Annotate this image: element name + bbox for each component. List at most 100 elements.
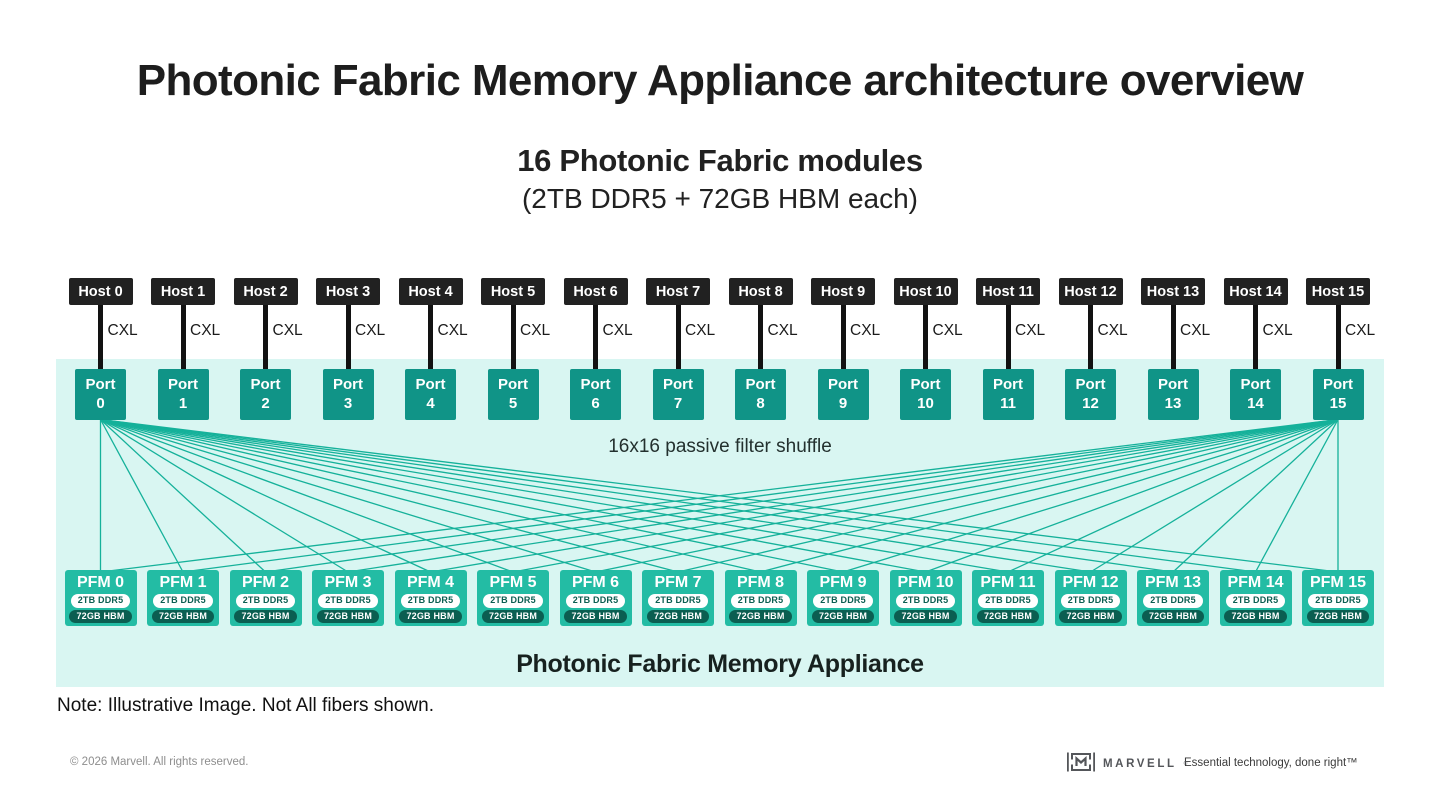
port-number: 6: [591, 394, 600, 412]
host-box: Host 3: [316, 278, 380, 305]
host-box: Host 15: [1306, 278, 1370, 305]
pfm-name: PFM 13: [1144, 574, 1201, 591]
cxl-connector-line: [98, 304, 103, 370]
port-number: 5: [508, 394, 518, 412]
cxl-connector-line: [675, 304, 681, 370]
copyright-text: © 2026 Marvell. All rights reserved.: [70, 756, 249, 768]
pfm-name: PFM 2: [241, 574, 290, 591]
port-word: Port: [1323, 375, 1353, 393]
host-box: Host 6: [563, 278, 628, 305]
cxl-connector-line: [1335, 304, 1341, 370]
hbm-badge: 72GB HBM: [316, 609, 380, 623]
host-box: Host 1: [151, 278, 215, 305]
pfm-name: PFM 8: [736, 574, 785, 591]
hbm-badge: 72GB HBM: [564, 609, 627, 623]
cxl-label: CXL: [685, 322, 716, 339]
cxl-connector-line: [758, 304, 763, 370]
pfm-name: PFM 10: [897, 574, 954, 591]
ddr-badge: 2TB DDR5: [813, 594, 873, 608]
port-word: Port: [250, 375, 281, 393]
hbm-badge: 72GB HBM: [729, 609, 792, 623]
cxl-label: CXL: [1345, 322, 1376, 339]
port-number: 13: [1164, 394, 1182, 412]
pfm-name: PFM 15: [1309, 574, 1366, 591]
cxl-connector-line: [510, 304, 516, 370]
host-box: Host 13: [1141, 278, 1205, 305]
hbm-badge: 72GB HBM: [1059, 609, 1122, 623]
host-box: Host 2: [233, 278, 298, 305]
hbm-badge: 72GB HBM: [481, 609, 545, 623]
port-word: Port: [168, 375, 198, 393]
port-word: Port: [993, 375, 1023, 393]
ddr-badge: 2TB DDR5: [318, 594, 378, 608]
hbm-badge: 72GB HBM: [811, 609, 875, 623]
port-word: Port: [498, 375, 528, 393]
port-number: 14: [1247, 394, 1264, 412]
subtitle-line1: 16 Photonic Fabric modules: [517, 143, 923, 178]
pfm-name: PFM 11: [980, 574, 1036, 591]
hbm-badge: 72GB HBM: [1224, 609, 1287, 623]
cxl-label: CXL: [1097, 322, 1128, 339]
port-number: 9: [838, 394, 848, 412]
port-word: Port: [1075, 375, 1106, 393]
subtitle: 16 Photonic Fabric modules (2TB DDR5 + 7…: [0, 143, 1440, 215]
host-box: Host 10: [893, 278, 958, 305]
pfm-name: PFM 14: [1227, 574, 1284, 591]
cxl-label: CXL: [932, 322, 963, 339]
port-word: Port: [828, 375, 858, 393]
port-number: 7: [673, 394, 683, 412]
ddr-badge: 2TB DDR5: [1308, 594, 1368, 608]
cxl-connector-line: [1253, 304, 1258, 370]
hbm-badge: 72GB HBM: [399, 609, 462, 623]
hbm-badge: 72GB HBM: [151, 609, 215, 623]
port-word: Port: [333, 375, 363, 393]
shuffle-label: 16x16 passive filter shuffle: [608, 436, 832, 457]
appliance-label: Photonic Fabric Memory Appliance: [516, 650, 924, 678]
registered-mark: ®: [1183, 761, 1188, 767]
pfm-name: PFM 5: [489, 574, 537, 591]
ddr-badge: 2TB DDR5: [153, 594, 213, 608]
port-word: Port: [580, 375, 611, 393]
host-box: Host 11: [976, 278, 1040, 305]
ddr-badge: 2TB DDR5: [1060, 594, 1121, 608]
hbm-badge: 72GB HBM: [646, 609, 710, 623]
port-word: Port: [745, 375, 776, 393]
port-number: 2: [261, 394, 270, 412]
port-number: 3: [343, 394, 353, 412]
note-text: Note: Illustrative Image. Not All fibers…: [57, 695, 434, 716]
host-box: Host 8: [728, 278, 793, 305]
cxl-connector-line: [840, 304, 846, 370]
port-word: Port: [85, 375, 116, 393]
cxl-connector-line: [1088, 304, 1093, 370]
cxl-connector-line: [593, 304, 598, 370]
cxl-label: CXL: [437, 322, 468, 339]
port-word: Port: [663, 375, 693, 393]
ddr-badge: 2TB DDR5: [730, 594, 791, 608]
cxl-connector-line: [1005, 304, 1011, 370]
ddr-badge: 2TB DDR5: [895, 594, 956, 608]
pfm-name: PFM 0: [76, 574, 125, 591]
pfm-name: PFM 1: [159, 574, 207, 591]
port-word: Port: [910, 375, 941, 393]
ddr-badge: 2TB DDR5: [978, 594, 1038, 608]
port-number: 1: [178, 394, 188, 412]
page-title: Photonic Fabric Memory Appliance archite…: [136, 56, 1304, 105]
hbm-badge: 72GB HBM: [69, 609, 132, 623]
ddr-badge: 2TB DDR5: [648, 594, 708, 608]
